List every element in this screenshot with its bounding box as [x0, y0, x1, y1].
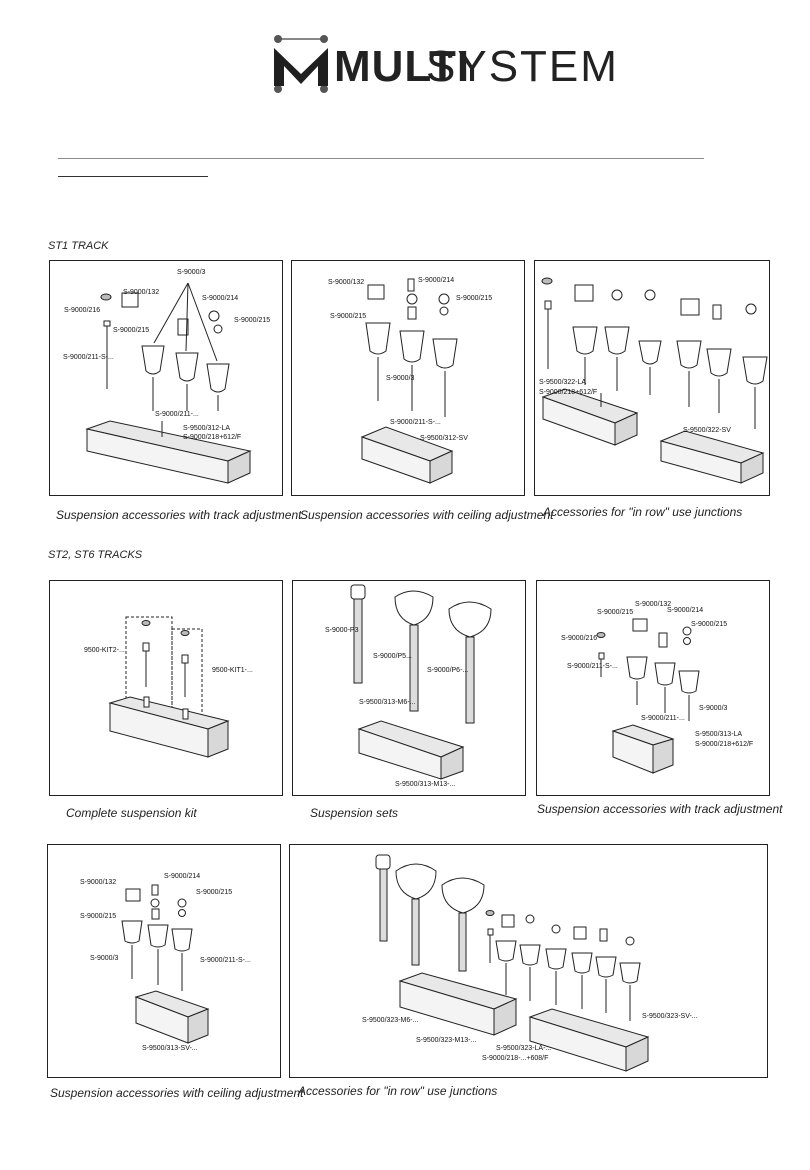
part-label: S-9000/211-S-... — [567, 663, 618, 670]
caption-complete-kit: Complete suspension kit — [66, 806, 197, 820]
part-label: S-9000/215 — [691, 621, 728, 628]
part-label: S-9000/218+612/F — [539, 389, 598, 396]
caption-st2-in-row-junctions: Accessories for "in row" use junctions — [298, 1084, 498, 1098]
drawing-ceiling-adjustment — [360, 278, 458, 484]
part-label: S-9000/218+612/F — [695, 741, 754, 748]
drawing-st2-track-adjustment — [596, 618, 700, 774]
logo-word-multi: MULTI — [334, 42, 471, 91]
part-label: S-9000/215 — [597, 609, 634, 616]
part-label: 9500-KIT2-... — [84, 647, 125, 654]
drawing-track-adjustment — [85, 282, 252, 484]
part-label: S-9000/215 — [330, 313, 367, 320]
section-title-st1: ST1 TRACK — [48, 240, 109, 252]
part-label: S-9000/214 — [667, 607, 704, 614]
drawing-in-row-junctions — [541, 277, 768, 484]
caption-ceiling-adjustment: Suspension accessories with ceiling adju… — [300, 508, 554, 522]
part-label: S-9000/132 — [328, 279, 365, 286]
header-underline — [58, 176, 208, 177]
part-label: S-9000/215 — [80, 913, 117, 920]
part-label: S-9000/218-...+608/F — [482, 1055, 549, 1062]
part-label: S-9000/211-S-... — [390, 419, 441, 426]
panel-st2-ceiling-adjustment: S-9000/132 S-9000/214 S-9000/215 S-9000/… — [47, 844, 281, 1078]
part-label: S-9500/312-LA — [183, 425, 231, 432]
caption-in-row-junctions: Accessories for "in row" use junctions — [543, 505, 743, 519]
part-label: S-9000/3 — [177, 269, 206, 276]
part-label: S-9500/323-SV-... — [642, 1013, 698, 1020]
part-label: S-9500/322-SV — [683, 427, 731, 434]
part-label: S-9000/3 — [699, 705, 728, 712]
part-label: S-9000/214 — [202, 295, 239, 302]
caption-track-adjustment: Suspension accessories with track adjust… — [56, 508, 302, 522]
part-label: S-9000/215 — [196, 889, 233, 896]
part-label: S-9000/216 — [64, 307, 101, 314]
section-title-st2-st6: ST2, ST6 TRACKS — [48, 549, 143, 561]
part-label: S-9500/313-LA — [695, 731, 743, 738]
part-label: S-9500/323-LA-... — [496, 1045, 552, 1052]
part-label: S-9000/215 — [113, 327, 150, 334]
panel-st2-suspension-sets: S-9000-P3 S-9000/P5... S-9000/P6-... S-9… — [292, 580, 526, 796]
drawing-st2-in-row-junctions — [375, 854, 650, 1072]
panel-st1-ceiling-adjustment: S-9000/132 S-9000/214 S-9000/215 S-9000/… — [291, 260, 525, 496]
part-label: S-9000/214 — [164, 873, 201, 880]
part-label: S-9000/132 — [635, 601, 672, 608]
drawing-complete-kit — [108, 616, 230, 758]
part-label: S-9000/P6-... — [427, 667, 469, 674]
logo-m-mark-icon — [274, 35, 328, 93]
part-label: S-9500/313-M6-... — [359, 699, 416, 706]
part-label: S-9000/215 — [234, 317, 271, 324]
panel-st2-track-adjustment: S-9000/132 S-9000/215 S-9000/214 S-9000/… — [536, 580, 770, 796]
part-label: S-9000/211-S-... — [200, 957, 251, 964]
part-label: S-9000/218+612/F — [183, 434, 242, 441]
caption-suspension-sets: Suspension sets — [310, 806, 399, 820]
part-label: S-9000/3 — [386, 375, 415, 382]
part-label: S-9000/211-... — [155, 411, 199, 418]
logo-word-system: SYSTEM — [426, 42, 619, 91]
drawing-suspension-sets — [350, 584, 492, 780]
part-label: S-9500/323-M13-... — [416, 1037, 477, 1044]
part-label: S-9000-P3 — [325, 627, 359, 634]
part-label: S-9500/322-LA — [539, 379, 587, 386]
part-label: 9500-KIT1-... — [212, 667, 253, 674]
panel-st2-complete-kit: 9500-KIT2-... 9500-KIT1-... — [49, 580, 283, 796]
caption-st2-track-adjustment: Suspension accessories with track adjust… — [537, 802, 783, 816]
header-divider — [58, 158, 704, 159]
panel-st1-in-row-junctions: S-9500/322-LA S-9000/218+612/F S-9500/32… — [534, 260, 770, 496]
part-label: S-9000/215 — [456, 295, 493, 302]
drawing-st2-ceiling-adjustment — [121, 884, 210, 1044]
part-label: S-9000/3 — [90, 955, 119, 962]
panel-st2-in-row-junctions: S-9500/323-M6-... S-9500/323-M13-... S-9… — [289, 844, 768, 1078]
part-label: S-9000/211-S-... — [63, 354, 114, 361]
part-label: S-9000/P5... — [373, 653, 412, 660]
part-label: S-9000/132 — [80, 879, 117, 886]
part-label: S-9500/312-SV — [420, 435, 468, 442]
part-label: S-9000/216 — [561, 635, 598, 642]
part-label: S-9500/323-M6-... — [362, 1017, 419, 1024]
part-label: S-9000/132 — [123, 289, 160, 296]
part-label: S-9500/313-M13-... — [395, 781, 456, 788]
part-label: S-9000/214 — [418, 277, 455, 284]
part-label: S-9000/211-... — [641, 715, 685, 722]
brand-logo: MULTI SYSTEM — [272, 34, 617, 98]
caption-st2-ceiling-adjustment: Suspension accessories with ceiling adju… — [50, 1086, 304, 1100]
panel-st1-track-adjustment: S-9000/3 S-9000/132 S-9000/214 S-9000/21… — [49, 260, 283, 496]
part-label: S-9500/313-SV-... — [142, 1045, 198, 1052]
